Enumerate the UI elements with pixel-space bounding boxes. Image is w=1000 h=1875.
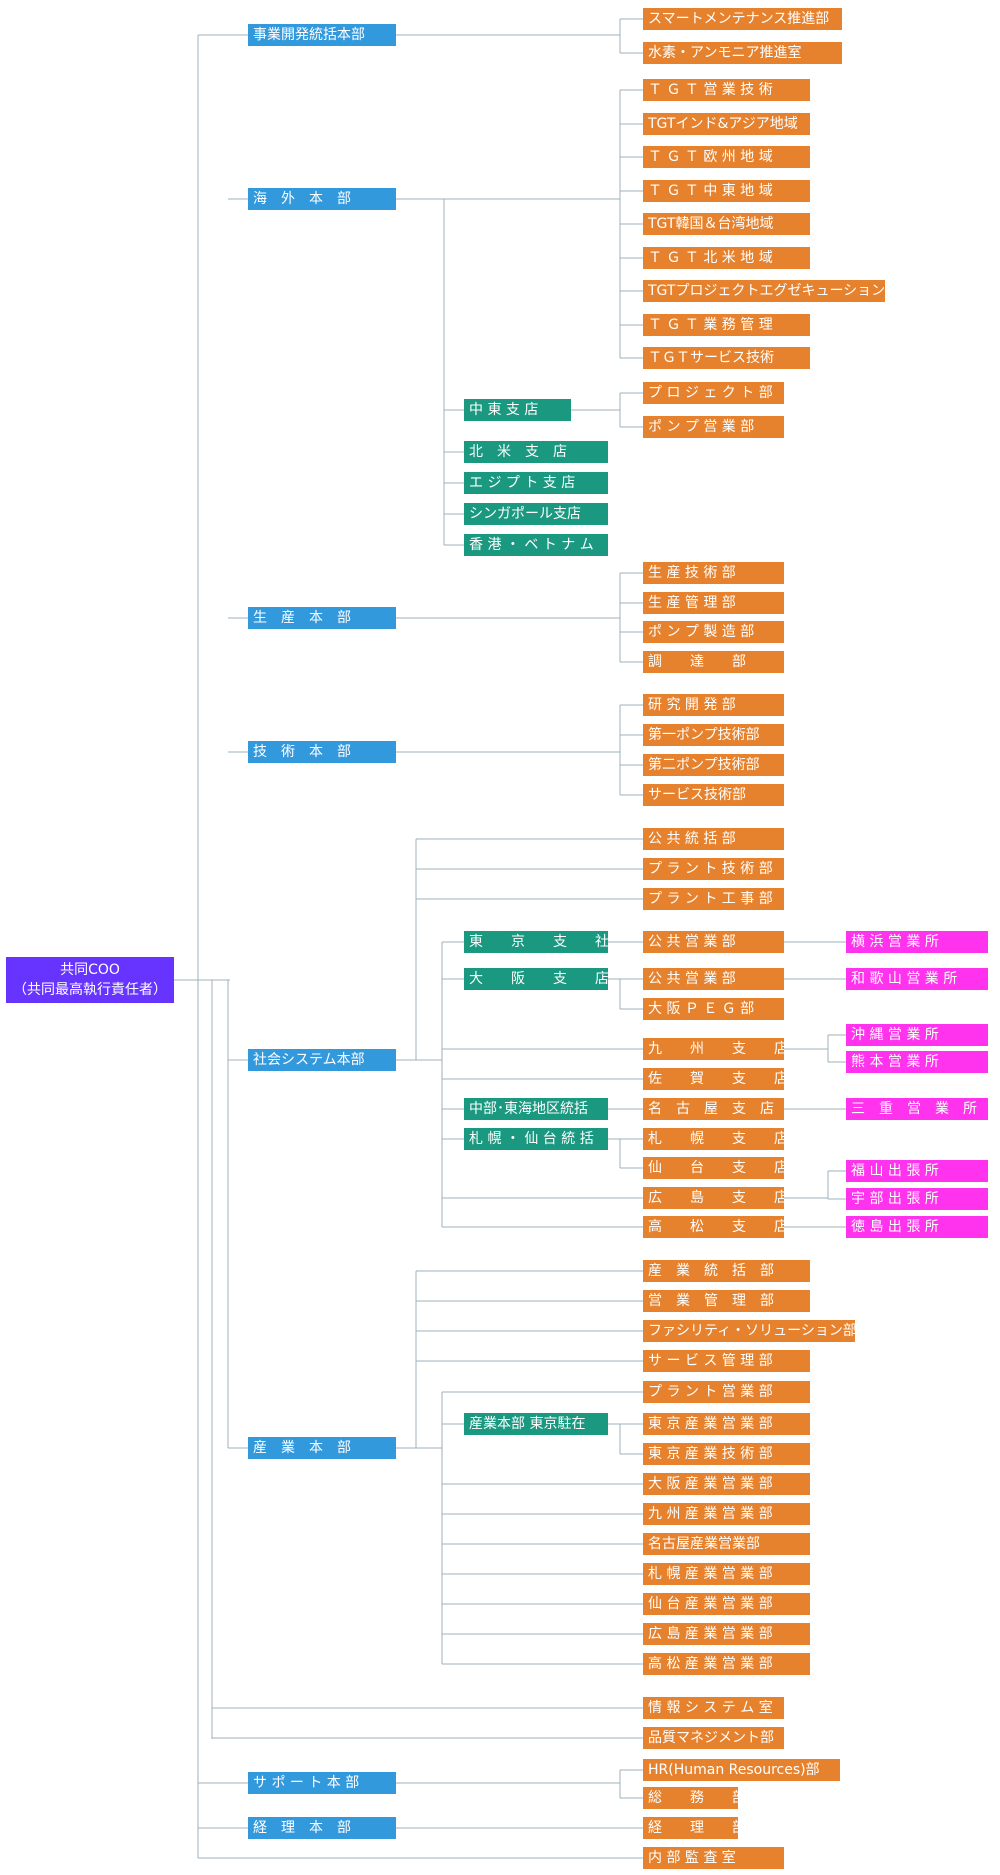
branch-box-g9: 札 幌 ・ 仙 台 統 括	[464, 1128, 608, 1150]
department-box-o44: 名古屋産業営業部	[643, 1533, 810, 1555]
department-box-o41: 東 京 産 業 技 術 部	[643, 1443, 810, 1465]
office-box-p3: 沖 縄 営 業 所	[846, 1024, 988, 1046]
department-box-o37: ファシリティ・ソリューション部	[643, 1320, 855, 1342]
department-box-o47: 広 島 産 業 営 業 部	[643, 1623, 810, 1645]
department-box-o24: プ ラ ン ト 工 事 部	[643, 888, 784, 910]
department-box-o17: 調 達 部	[643, 651, 784, 673]
office-box-p6: 福 山 出 張 所	[846, 1160, 988, 1182]
coo-title: 共同COO	[60, 962, 120, 978]
department-box-o49: 情 報 シ ス テ ム 室	[643, 1697, 784, 1719]
branch-box-g2: 北 米 支 店	[464, 441, 608, 463]
division-box-d2: 海 外 本 部	[248, 188, 396, 210]
division-box-d7: サ ポ ー ト 本 部	[248, 1772, 396, 1794]
department-box-o40: 東 京 産 業 営 業 部	[643, 1413, 810, 1435]
department-box-o21: サービス技術部	[643, 784, 784, 806]
department-box-o13: ポ ン プ 営 業 部	[643, 416, 784, 438]
department-box-o34: 高 松 支 店	[643, 1216, 784, 1238]
division-box-d3: 生 産 本 部	[248, 607, 396, 629]
department-box-o36: 営 業 管 理 部	[643, 1290, 810, 1312]
department-box-o54: 内 部 監 査 室	[643, 1847, 784, 1869]
department-box-o9: TGTプロジェクトエグゼキューション	[643, 280, 885, 302]
branch-box-g6: 東 京 支 社	[464, 931, 608, 953]
department-box-o26: 公 共 営 業 部	[643, 968, 784, 990]
division-box-d1: 事業開発統括本部	[248, 24, 396, 46]
office-box-p2: 和 歌 山 営 業 所	[846, 968, 988, 990]
department-box-o32: 仙 台 支 店	[643, 1157, 784, 1179]
department-box-o12: プ ロ ジ ェ ク ト 部	[643, 382, 784, 404]
branch-box-g7: 大 阪 支 店	[464, 968, 608, 990]
office-box-p5: 三 重 営 業 所	[846, 1098, 988, 1120]
coo-box: 共同COO （共同最高執行責任者）	[6, 957, 174, 1003]
office-box-p1: 横 浜 営 業 所	[846, 931, 988, 953]
branch-box-g3: エ ジ プ ト 支 店	[464, 472, 608, 494]
department-box-o2: 水素・アンモニア推進室	[643, 42, 842, 64]
department-box-o1: スマートメンテナンス推進部	[643, 8, 842, 30]
department-box-o25: 公 共 営 業 部	[643, 931, 784, 953]
department-box-o14: 生 産 技 術 部	[643, 562, 784, 584]
coo-subtitle: （共同最高執行責任者）	[13, 982, 167, 998]
department-box-o42: 大 阪 産 業 営 業 部	[643, 1473, 810, 1495]
department-box-o33: 広 島 支 店	[643, 1187, 784, 1209]
branch-box-g1: 中 東 支 店	[464, 399, 571, 421]
department-box-o28: 九 州 支 店	[643, 1038, 784, 1060]
department-box-o29: 佐 賀 支 店	[643, 1068, 784, 1090]
department-box-o43: 九 州 産 業 営 業 部	[643, 1503, 810, 1525]
office-box-p7: 宇 部 出 張 所	[846, 1188, 988, 1210]
department-box-o6: Ｔ Ｇ Ｔ 中 東 地 域	[643, 180, 810, 202]
department-box-o38: サ ー ビ ス 管 理 部	[643, 1350, 810, 1372]
department-box-o7: TGT韓国＆台湾地域	[643, 213, 810, 235]
department-box-o50: 品質マネジメント部	[643, 1727, 784, 1749]
department-box-o4: TGTインド&アジア地域	[643, 113, 810, 135]
department-box-o16: ポ ン プ 製 造 部	[643, 621, 784, 643]
department-box-o52: 総 務 部	[643, 1787, 738, 1809]
department-box-o5: Ｔ Ｇ Ｔ 欧 州 地 域	[643, 146, 810, 168]
department-box-o53: 経 理 部	[643, 1817, 738, 1839]
department-box-o10: Ｔ Ｇ Ｔ 業 務 管 理	[643, 314, 810, 336]
department-box-o46: 仙 台 産 業 営 業 部	[643, 1593, 810, 1615]
division-box-d4: 技 術 本 部	[248, 741, 396, 763]
department-box-o31: 札 幌 支 店	[643, 1128, 784, 1150]
branch-box-g10: 産業本部 東京駐在	[464, 1413, 608, 1435]
branch-box-g5: 香 港 ・ ベ ト ナ ム	[464, 534, 608, 556]
branch-box-g4: シンガポール支店	[464, 503, 608, 525]
department-box-o22: 公 共 統 括 部	[643, 828, 784, 850]
department-box-o35: 産 業 統 括 部	[643, 1260, 810, 1282]
department-box-o3: Ｔ Ｇ Ｔ 営 業 技 術	[643, 79, 810, 101]
division-box-d6: 産 業 本 部	[248, 1437, 396, 1459]
department-box-o11: ＴＧＴサービス技術	[643, 347, 810, 369]
department-box-o39: プ ラ ン ト 営 業 部	[643, 1381, 810, 1403]
department-box-o20: 第二ポンプ技術部	[643, 754, 784, 776]
department-box-o18: 研 究 開 発 部	[643, 694, 784, 716]
office-box-p4: 熊 本 営 業 所	[846, 1051, 988, 1073]
division-box-d5: 社会システム本部	[248, 1049, 396, 1071]
department-box-o15: 生 産 管 理 部	[643, 592, 784, 614]
division-box-d8: 経 理 本 部	[248, 1817, 396, 1839]
branch-box-g8: 中部･東海地区統括	[464, 1098, 608, 1120]
department-box-o27: 大 阪 Ｐ Ｅ Ｇ 部	[643, 998, 784, 1020]
department-box-o23: プ ラ ン ト 技 術 部	[643, 858, 784, 880]
department-box-o48: 高 松 産 業 営 業 部	[643, 1653, 810, 1675]
department-box-o19: 第一ポンプ技術部	[643, 724, 784, 746]
office-box-p8: 徳 島 出 張 所	[846, 1216, 988, 1238]
department-box-o45: 札 幌 産 業 営 業 部	[643, 1563, 810, 1585]
department-box-o8: Ｔ Ｇ Ｔ 北 米 地 域	[643, 247, 810, 269]
department-box-o51: HR(Human Resources)部	[643, 1759, 840, 1781]
department-box-o30: 名 古 屋 支 店	[643, 1098, 784, 1120]
